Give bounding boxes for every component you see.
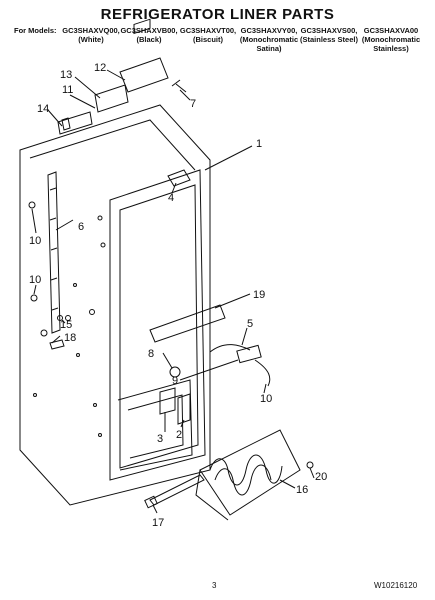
bracket-3 [159,387,176,415]
callout-2: 2 [176,429,182,441]
callout-17: 17 [152,517,164,529]
model-color: (Monochromatic Stainless) [361,35,421,53]
light-bracket [57,111,93,135]
callout-3: 3 [157,433,163,445]
callout-18: 18 [64,332,76,344]
screw-10a [28,201,36,209]
callout-9: 9 [172,375,178,387]
evaporator-coil [199,429,301,516]
model-color: (Monochromatic Satina) [239,35,299,53]
light-socket [133,18,151,35]
damper-part [167,169,191,187]
crossbar [149,304,226,343]
callout-4: 4 [168,192,174,204]
callout-14: 14 [37,103,49,115]
callout-19: 19 [253,289,265,301]
model-biscuit: GC3SHAXVT00, (Biscuit) [178,26,238,44]
callout-1: 1 [256,138,262,150]
model-monochromatic-satina: GC3SHAXVY00, (Monochromatic Satina) [238,26,300,53]
wire-harness [209,344,251,353]
light-shield [94,84,129,113]
light-housing [119,57,169,93]
callout-10c: 10 [260,393,272,405]
callout-16: 16 [296,484,308,496]
page-title: REFRIGERATOR LINER PARTS [100,6,335,23]
model-stainless-steel: GC3SHAXVS00, (Stainless Steel) [300,26,358,44]
drain-part [149,474,205,506]
model-color: (White) [78,35,104,44]
callout-20: 20 [315,471,327,483]
for-models-label: For Models: [14,26,57,35]
callout-10a: 10 [29,235,41,247]
model-code: GC3SHAXVS00, [300,26,358,35]
model-color: (Biscuit) [193,35,223,44]
callout-15: 15 [60,319,72,331]
callout-12: 12 [94,62,106,74]
model-color: (Black) [136,35,162,44]
model-monochromatic-stainless: GC3SHAXVA00 (Monochromatic Stainless) [358,26,424,53]
callout-8: 8 [148,348,154,360]
connector [236,344,262,364]
model-color: (Stainless Steel) [300,35,358,44]
bracket-2 [177,393,191,425]
shelf-rail [47,171,61,334]
model-code: GC3SHAXVT00, [179,26,237,35]
callout-11: 11 [62,84,73,96]
model-white: GC3SHAXVQ00, (White) [62,26,120,44]
page-number: 3 [212,581,217,590]
callout-10b: 10 [29,274,41,286]
seal-disc [169,366,181,378]
screw-10b [30,294,38,302]
callout-5: 5 [247,318,253,330]
model-black: GC3SHAXVB00, (Black) [120,26,178,44]
model-code: GC3SHAXVB00, [120,26,178,35]
document-code: W10216120 [374,581,418,590]
callout-6: 6 [78,221,84,233]
model-code: GC3SHAXVQ00, [62,26,120,35]
model-code: GC3SHAXVA00 [363,26,419,35]
model-code: GC3SHAXVY00, [240,26,298,35]
callout-13: 13 [60,69,72,81]
callout-7: 7 [190,98,196,110]
